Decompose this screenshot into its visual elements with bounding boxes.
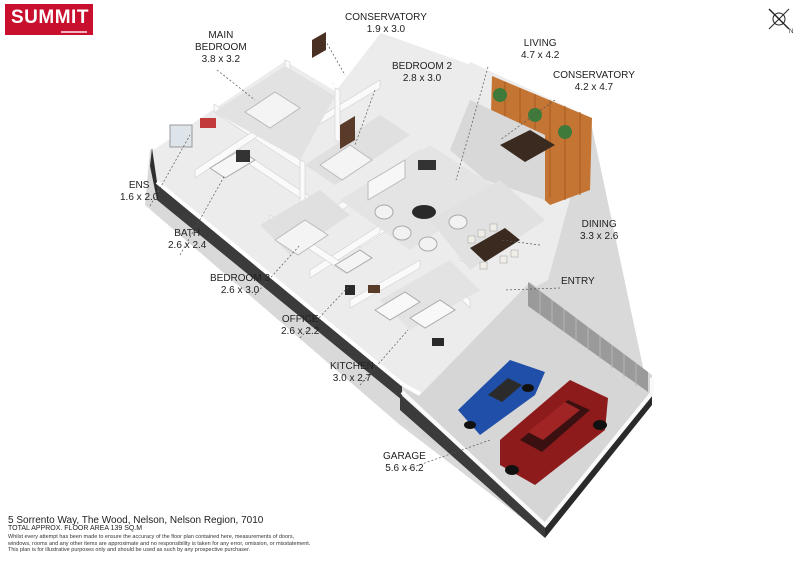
label-conservatory-top: CONSERVATORY 1.9 x 3.0 (345, 12, 427, 36)
leader-lines (149, 39, 561, 471)
room-dims: 4.7 x 4.2 (521, 50, 560, 61)
room-dims: 3.3 x 2.6 (580, 231, 619, 242)
room-dims: 1.9 x 3.0 (366, 24, 406, 35)
label-bath: BATH 2.6 x 2.4 (168, 228, 206, 252)
room-name: BEDROOM 3 (210, 273, 271, 284)
plant-1 (493, 88, 507, 102)
blue-car-seats (488, 378, 522, 402)
label-kitchen: KITCHEN 3.0 x 2.7 (330, 361, 374, 385)
room-dims: 2.8 x 3.0 (402, 73, 442, 84)
wall-side-garage (400, 394, 545, 538)
disclaimer-line-2: windows, rooms and any other items are a… (8, 540, 311, 547)
living-shelving (367, 159, 406, 201)
kitchen-island (409, 299, 456, 329)
room-dims: 3.0 x 2.7 (332, 373, 372, 384)
office-desk (334, 249, 373, 274)
red-car-roof (528, 402, 580, 440)
bedroom2-wardrobe (340, 116, 355, 149)
living-armchair-1 (374, 204, 394, 220)
dining-chairs (467, 223, 519, 270)
label-entry: ENTRY (561, 276, 595, 288)
bedroom3-bed (274, 219, 329, 256)
office-chair (345, 285, 355, 295)
room-dims: 5.6 x 6.2 (385, 463, 424, 474)
kitchen-stove (432, 338, 444, 346)
garage-wall-panels (539, 291, 637, 386)
kitchen-floor (380, 260, 480, 330)
garage-wall-top (400, 378, 654, 528)
bath-vanity (236, 150, 250, 162)
blue-car-wheel-2 (522, 384, 534, 392)
label-conservatory-right: CONSERVATORY 4.2 x 4.7 (553, 70, 635, 94)
room-name: CONSERVATORY (553, 70, 635, 81)
label-garage: GARAGE 5.6 x 6.2 (383, 451, 426, 475)
room-name: MAIN (208, 30, 234, 41)
room-name: ENTRY (561, 276, 595, 287)
room-name: GARAGE (383, 451, 426, 462)
main-bed (244, 91, 301, 129)
office-cabinet (368, 285, 380, 293)
disclaimer-line-3: This plan is for illustrative purposes o… (8, 547, 251, 554)
summit-logo: SUMMIT (5, 4, 93, 35)
blue-car (458, 360, 545, 435)
blue-car-wheel-1 (464, 421, 476, 429)
room-name: OFFICE (281, 314, 319, 325)
total-floor-area: TOTAL APPROX. FLOOR AREA 139 SQ.M (8, 525, 143, 532)
disclaimer: Whilst every attempt has been made to en… (8, 534, 338, 554)
wall-top-outline-2 (155, 180, 421, 396)
room-name: KITCHEN (330, 361, 374, 372)
room-name: BATH (174, 228, 201, 239)
living-armchair-3 (448, 214, 468, 230)
living-coffee-table (412, 205, 436, 219)
room-dims: 1.6 x 2.0 (120, 192, 159, 203)
room-name: ENS (128, 180, 150, 191)
ens-shower (169, 124, 193, 148)
room-name-2: BEDROOM (195, 42, 247, 53)
room-dims: 3.8 x 3.2 (201, 54, 241, 65)
label-office: OFFICE 2.6 x 2.2 (281, 314, 319, 338)
compass-letter: N (789, 29, 793, 34)
conservatory-floor (450, 100, 545, 200)
room-dims: 2.6 x 2.4 (168, 240, 207, 251)
label-dining: DINING 3.3 x 2.6 (580, 219, 618, 243)
property-address: 5 Sorrento Way, The Wood, Nelson, Nelson… (8, 515, 264, 526)
living-floor (340, 145, 500, 250)
room-name: DINING (581, 219, 617, 230)
plant-3 (558, 125, 572, 139)
living-armchair-4 (418, 236, 438, 252)
room-dims: 2.6 x 2.2 (281, 326, 320, 337)
living-armchair-2 (392, 225, 412, 241)
logo-underline (61, 31, 87, 33)
wall-side-southwest (157, 182, 402, 400)
room-name: LIVING (523, 38, 557, 49)
logo-text: SUMMIT (11, 7, 89, 28)
red-car (500, 380, 608, 485)
room-name: BEDROOM 2 (392, 61, 453, 72)
room-dims: 4.2 x 4.7 (574, 82, 614, 93)
plant-2 (528, 108, 542, 122)
wall-side-ens (150, 148, 157, 200)
living-tv (418, 160, 436, 170)
room-name: CONSERVATORY (345, 12, 427, 23)
wall-side-garage-east (545, 393, 652, 538)
red-car-wheel-1 (505, 465, 519, 475)
label-living: LIVING 4.7 x 4.2 (521, 38, 559, 62)
dining-table (470, 228, 520, 262)
conservatory-table (500, 130, 555, 162)
room-dims: 2.6 x 3.0 (220, 285, 260, 296)
label-main-bedroom: MAIN BEDROOM 3.8 x 3.2 (195, 30, 247, 66)
kitchen-bench (374, 291, 421, 321)
label-bedroom-3: BEDROOM 3 2.6 x 3.0 (210, 273, 270, 297)
north-arrow-icon: N (768, 8, 793, 34)
bedroom2-bed (319, 144, 373, 181)
disclaimer-line-1: Whilst every attempt has been made to en… (8, 534, 295, 540)
ens-vanity (200, 118, 216, 128)
dining-floor (430, 180, 545, 270)
label-bedroom-2: BEDROOM 2 2.8 x 3.0 (392, 61, 452, 85)
red-car-wheel-2 (593, 420, 607, 430)
conservatory-top-cabinet (312, 32, 326, 58)
label-ens: ENS 1.6 x 2.0 (120, 180, 158, 204)
